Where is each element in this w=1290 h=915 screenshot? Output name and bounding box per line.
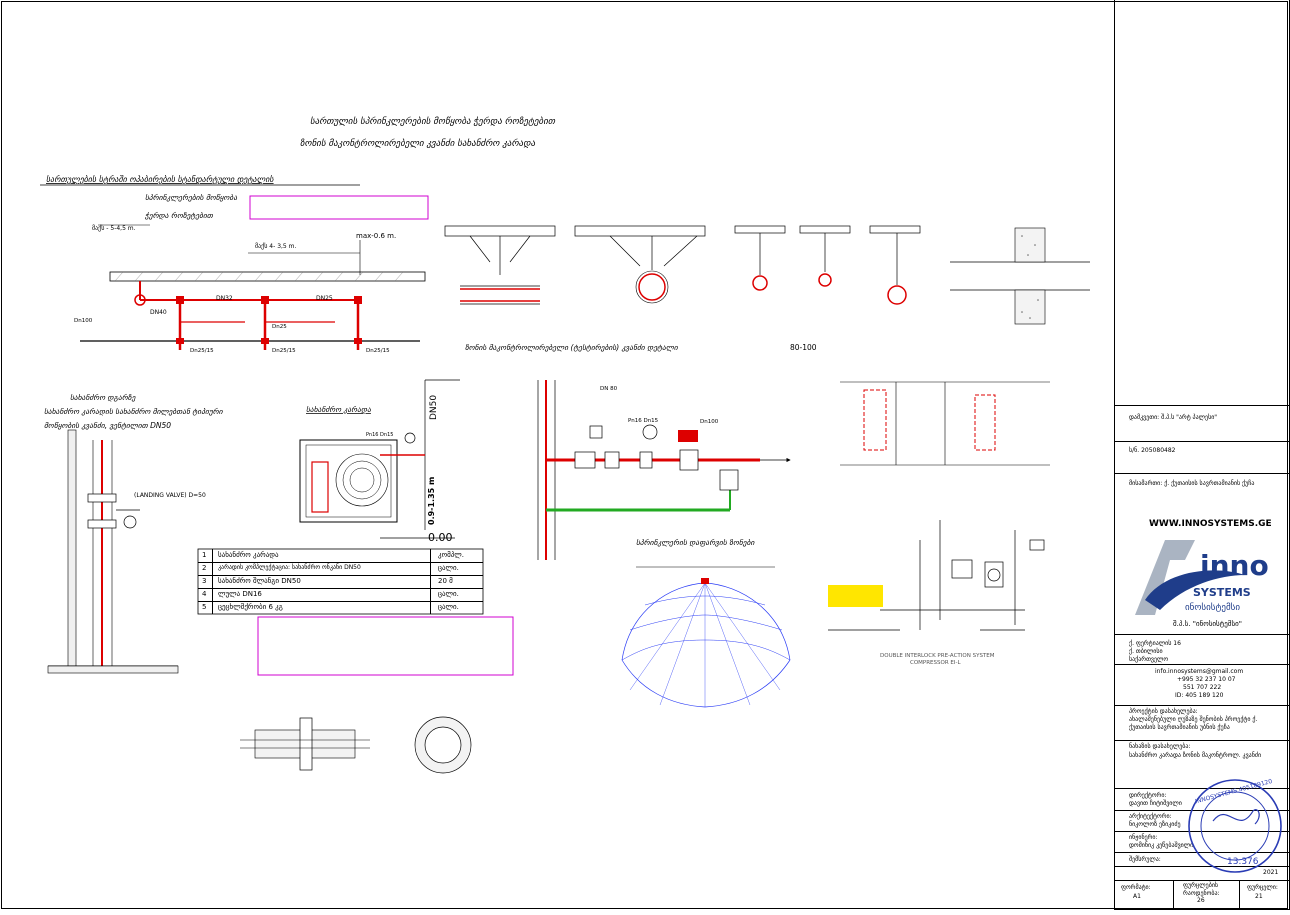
dim-max-45: მაქს - 5-4,5 m.	[92, 225, 136, 232]
format-value: A1	[1133, 893, 1141, 900]
total-label: ფურცლების რაოდენობა:	[1183, 882, 1220, 897]
dim-dn25-15-c: Dn25/15	[366, 348, 390, 354]
sheet-name: სახანძრო კარადა ზონის მაკონტროლ. კვანძი	[1129, 752, 1262, 759]
zone-valve-title: ზონის მაკონტროლირებელი (ტესტირების) კვან…	[465, 343, 679, 352]
sprinkler-zone-title: სპრინკლერის დაფარვის ზონები	[636, 538, 755, 547]
inno-logo: inno SYSTEMS ინოსისტემსი	[1135, 540, 1269, 615]
row-qty: ცალი.	[438, 590, 459, 598]
row-qty: 20 მ	[438, 577, 453, 585]
stamp-signature: 13.376	[1227, 857, 1259, 867]
project-name: ახალაშენებული ღუზაზე შენობის პროექტი ქ. …	[1129, 716, 1258, 731]
dim-dn40: DN40	[150, 309, 167, 316]
cabinet-height: 0.9-1.35 m	[427, 477, 436, 525]
role-engineer-name: დომინიკ კეწებაშვილი	[1129, 842, 1194, 849]
riser-landing-valve: (LANDING VALVE) D=50	[134, 492, 206, 499]
stamp-text: INNOSYSTEMS 405189120	[1195, 778, 1274, 805]
row-n: 3	[202, 577, 207, 585]
row-n: 4	[202, 590, 207, 598]
compressor-caption2: COMPRESSOR EI-L	[910, 660, 961, 666]
riser-title: სახანძრო დგარზე	[70, 393, 137, 402]
zone-valve-dn80: DN 80	[600, 386, 618, 392]
logo-text: inno	[1200, 549, 1269, 582]
role-architect-name: ნიკოლოზ ეზიკიძე	[1129, 821, 1181, 828]
cabinet-title: სახანძრო კარადა	[306, 405, 371, 414]
cabinet-pn16: Pn16 Dn15	[366, 432, 393, 438]
phone1: +995 32 237 10 07	[1177, 676, 1236, 683]
row-qty: კომპლ.	[438, 551, 464, 559]
riser-sub2: მოწყობის კვანძი, ვენტილით DN50	[44, 421, 171, 430]
company-stamp: INNOSYSTEMS 405189120 13.376	[1188, 778, 1282, 873]
row-item: ცეცხლმქრობი 6 კგ	[218, 603, 283, 611]
project-label: პროექტის დასახელება:	[1129, 708, 1198, 715]
row-n: 1	[202, 551, 207, 559]
main-title-line2: ზონის მაკონტროლირებელი კვანძი სახანძრო კ…	[300, 138, 536, 149]
zone-valve-dn100: Dn100	[700, 419, 719, 425]
tax-id: ID: 405 189 120	[1175, 692, 1224, 699]
phone2: 551 707 222	[1183, 684, 1222, 691]
row-qty: ცალი.	[438, 564, 459, 572]
role-architect: არქიტექტორი:	[1129, 813, 1172, 820]
role-director-name: დავით ჩიტიშვილი	[1129, 800, 1182, 807]
id-code: ს/ნ. 205080482	[1129, 447, 1176, 454]
section-a-sub1: სპრინკლერების მოწყობა	[145, 193, 237, 202]
table-row: 5 ცეცხლმქრობი 6 კგ ცალი.	[198, 601, 483, 614]
email: info.innosystems@gmail.com	[1155, 668, 1244, 675]
dim-dn25-a: Dn25	[272, 324, 287, 330]
dim-dn25: DN25	[316, 295, 333, 302]
role-director: დირექტორი:	[1129, 792, 1167, 799]
company-name: შ.პ.ს. "ინოსისტემსი"	[1173, 620, 1242, 628]
year: 2021	[1263, 869, 1279, 876]
role-executor: შემსრულა:	[1129, 856, 1161, 863]
main-title-line1: სართულის სპრინკლერების მოწყობა ჭერდა როზ…	[310, 116, 556, 127]
page-label: ფურცელი:	[1247, 884, 1278, 891]
dim-max-06: max-0.6 m.	[356, 232, 396, 240]
cabinet-table: 1 სახანძრო კარადა კომპლ. 2 კარადის კომპლ…	[198, 549, 483, 614]
page-value: 21	[1255, 893, 1263, 900]
total-value: 26	[1197, 897, 1205, 904]
zone-valve-pn16: Pn16 Dn15	[628, 418, 659, 424]
compressor-caption1: DOUBLE INTERLOCK PRE-ACTION SYSTEM	[880, 653, 995, 659]
table-row: 1 სახანძრო კარადა კომპლ.	[198, 549, 483, 563]
table-row: 3 სახანძრო შლანგი DN50 20 მ	[198, 575, 483, 589]
dim-max-35: მაქს 4- 3,5 m.	[255, 243, 296, 250]
row-item: სახანძრო შლანგი DN50	[218, 577, 301, 585]
row-item: ლულა DN16	[218, 590, 262, 598]
row-item: კარადის კომპლექტაცია: სახანძრო ონკანი DN…	[218, 564, 361, 571]
section-a-title: სართულების სტრაში ოპაბირების სტანდარტული…	[46, 174, 274, 184]
row-item: სახანძრო კარადა	[218, 551, 279, 559]
role-engineer: ინჟინერი:	[1129, 834, 1158, 841]
section-a-sub2: ჭერდა როზეტებით	[144, 211, 214, 220]
dim-dn25-15-b: Dn25/15	[272, 348, 296, 354]
cabinet-dn50: DN50	[429, 395, 439, 420]
format-label: ფორმატი:	[1121, 884, 1151, 891]
dim-dn100: Dn100	[74, 318, 93, 324]
riser-sub1: სახანძრო კარადის სახანძრო მილებთან ტიპიუ…	[44, 407, 224, 416]
client-label: დამკვეთი: შ.პ.ს "არტ პალესი"	[1129, 414, 1218, 421]
row-n: 5	[202, 603, 207, 611]
sheet-label: ნახაზის დასახელება:	[1129, 743, 1191, 750]
table-row: 2 კარადის კომპლექტაცია: სახანძრო ონკანი …	[198, 562, 483, 576]
logo-geo: ინოსისტემსი	[1185, 602, 1240, 613]
logo-systems: SYSTEMS	[1193, 586, 1251, 599]
table-row: 4 ლულა DN16 ცალი.	[198, 588, 483, 602]
title-block: დამკვეთი: შ.პ.ს "არტ პალესი" ს/ნ. 205080…	[1114, 0, 1290, 910]
zone-valve-dn: 80-100	[790, 343, 817, 352]
row-qty: ცალი.	[438, 603, 459, 611]
company-address: ქ. ფერტიალის 16 ქ. თბილისი საქართველო	[1129, 640, 1181, 663]
address-label: მისამართი: ქ. ქუთაისის სავრთამიანის ქუჩა	[1129, 480, 1255, 487]
website: WWW.INNOSYSTEMS.GE	[1149, 519, 1272, 529]
dim-dn32: DN32	[216, 295, 233, 302]
dim-dn25-15-a: Dn25/15	[190, 348, 214, 354]
row-n: 2	[202, 564, 207, 572]
cabinet-zero: 0.00	[428, 531, 453, 544]
